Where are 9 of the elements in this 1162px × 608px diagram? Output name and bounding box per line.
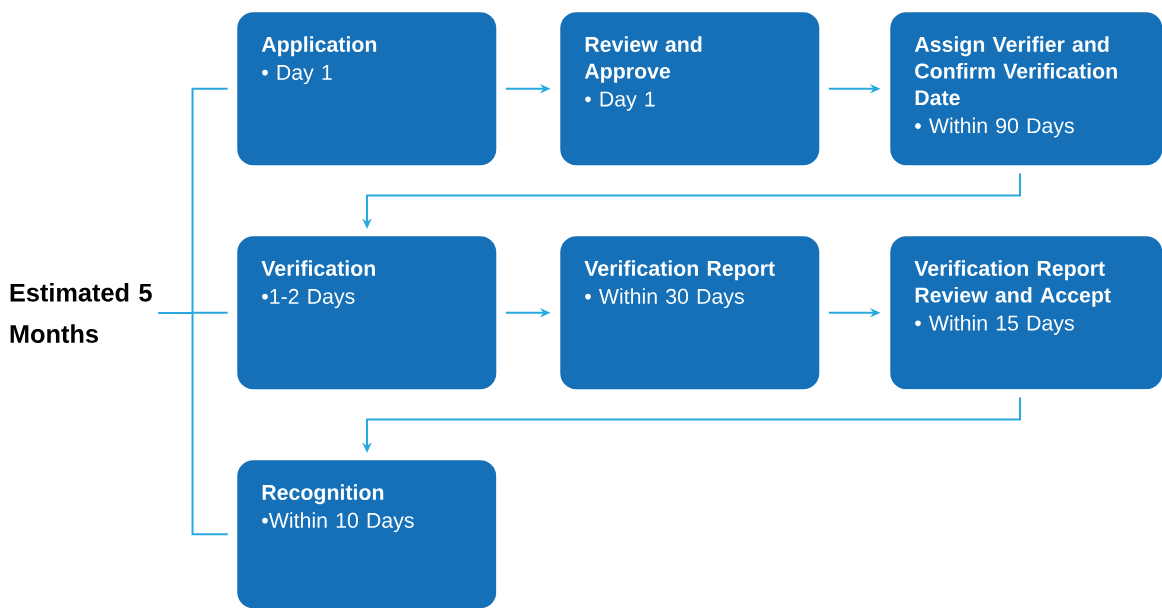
process-box: Verification Report Review and Accept • Within 15 Days (890, 236, 1162, 390)
connector-line (157, 312, 229, 536)
process-box: Assign Verifier and Confirm Verification Date • Within 90 Days (890, 12, 1162, 166)
process-box: Verification •1-2 Days (237, 236, 497, 390)
process-box: Application • Day 1 (237, 12, 497, 166)
process-box: Recognition •Within 10 Days (237, 460, 497, 608)
process-box: Review and Approve • Day 1 (560, 12, 820, 166)
process-box: Verification Report • Within 30 Days (560, 236, 820, 390)
duration-label: Estimated 5 Months (10, 283, 152, 343)
